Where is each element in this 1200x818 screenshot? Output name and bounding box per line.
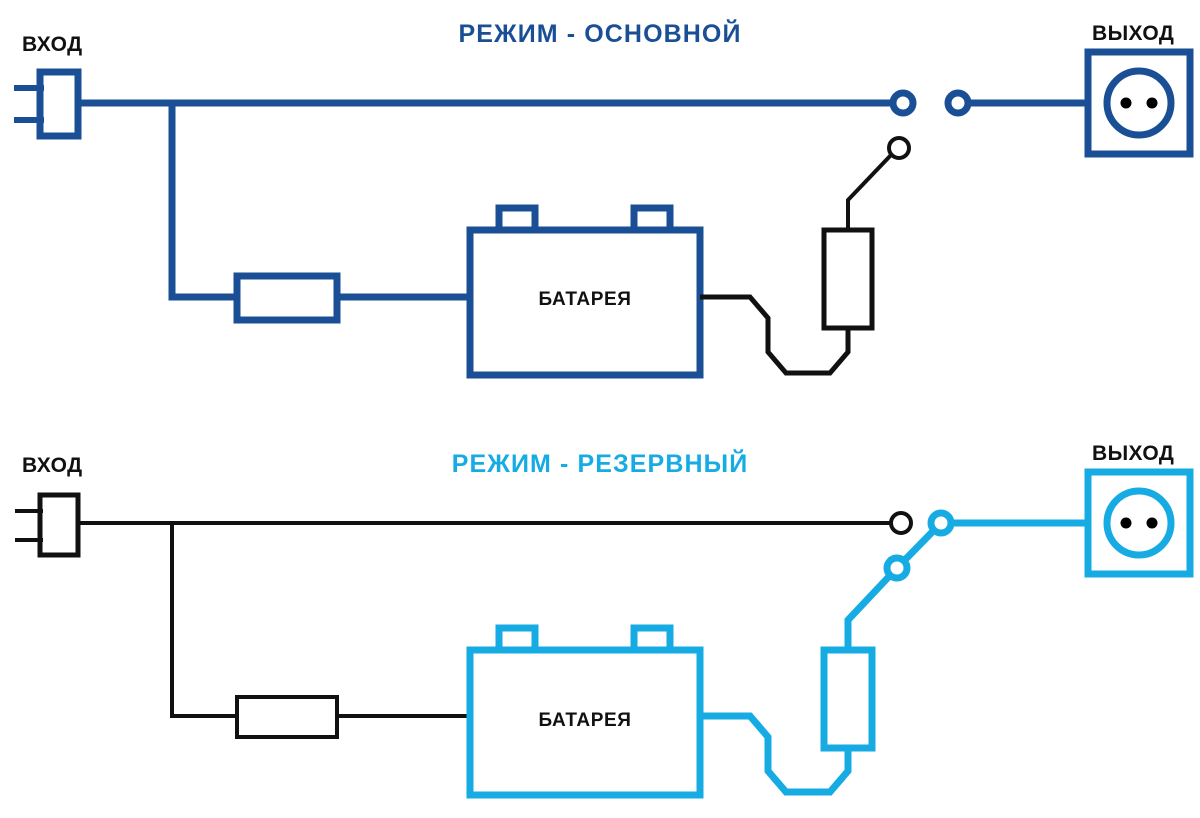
battery-label-backup: БАТАРЕЯ bbox=[538, 710, 631, 731]
charger-block-backup bbox=[235, 695, 339, 739]
inverter-block-main bbox=[821, 227, 875, 331]
output-socket-backup bbox=[1084, 468, 1194, 578]
diagram-title-backup: РЕЖИМ - РЕЗЕРВНЫЙ bbox=[452, 448, 749, 478]
inverter-relay-lead-backup bbox=[844, 565, 900, 650]
relay-contact-lower-backup bbox=[883, 554, 911, 582]
battery-to-inverter-wire-backup bbox=[700, 712, 852, 796]
diagram-mode-main: РЕЖИМ - ОСНОВНОЙ ВХОД БАТАР bbox=[14, 18, 1194, 379]
input-label-main: ВХОД bbox=[22, 33, 82, 56]
battery-block-backup: БАТАРЕЯ bbox=[466, 624, 704, 799]
output-label-main: ВЫХОД bbox=[1092, 22, 1174, 45]
charger-block-main bbox=[233, 272, 341, 324]
charger-branch-wire-backup bbox=[170, 523, 237, 718]
diagram-title-main: РЕЖИМ - ОСНОВНОЙ bbox=[458, 18, 741, 48]
charger-branch-wire-main bbox=[168, 103, 237, 301]
relay-contact-mains-backup bbox=[889, 511, 913, 535]
relay-contact-upper-backup bbox=[927, 509, 955, 537]
battery-to-inverter-wire-main bbox=[700, 294, 851, 376]
output-socket-pin-left-main bbox=[1120, 97, 1132, 109]
inverter-relay-lead-main bbox=[846, 153, 893, 230]
input-plug-main bbox=[14, 68, 82, 140]
battery-label-main: БАТАРЕЯ bbox=[538, 289, 631, 310]
battery-block-main: БАТАРЕЯ bbox=[466, 204, 704, 379]
battery-body-main bbox=[466, 226, 704, 379]
output-socket-main bbox=[1084, 48, 1194, 158]
output-socket-pin-right-backup bbox=[1146, 517, 1158, 529]
input-label-backup: ВХОД bbox=[22, 454, 82, 477]
input-plug-body-main bbox=[36, 68, 82, 140]
input-plug-backup bbox=[15, 492, 81, 558]
output-socket-pin-right-main bbox=[1146, 97, 1158, 109]
output-label-backup: ВЫХОД bbox=[1092, 442, 1174, 465]
battery-body-backup bbox=[466, 646, 704, 799]
output-socket-ring-main bbox=[1103, 67, 1175, 139]
input-plug-body-backup bbox=[37, 492, 81, 558]
inverter-block-backup bbox=[820, 646, 876, 752]
diagram-mode-backup: РЕЖИМ - РЕЗЕРВНЫЙ ВХОД БАТА bbox=[15, 442, 1194, 799]
relay-contact-mains-right-main bbox=[944, 89, 972, 117]
relay-contact-inverter-main bbox=[887, 136, 911, 160]
output-socket-ring-backup bbox=[1103, 487, 1175, 559]
relay-contact-mains-left-main bbox=[889, 89, 917, 117]
output-socket-pin-left-backup bbox=[1120, 517, 1132, 529]
